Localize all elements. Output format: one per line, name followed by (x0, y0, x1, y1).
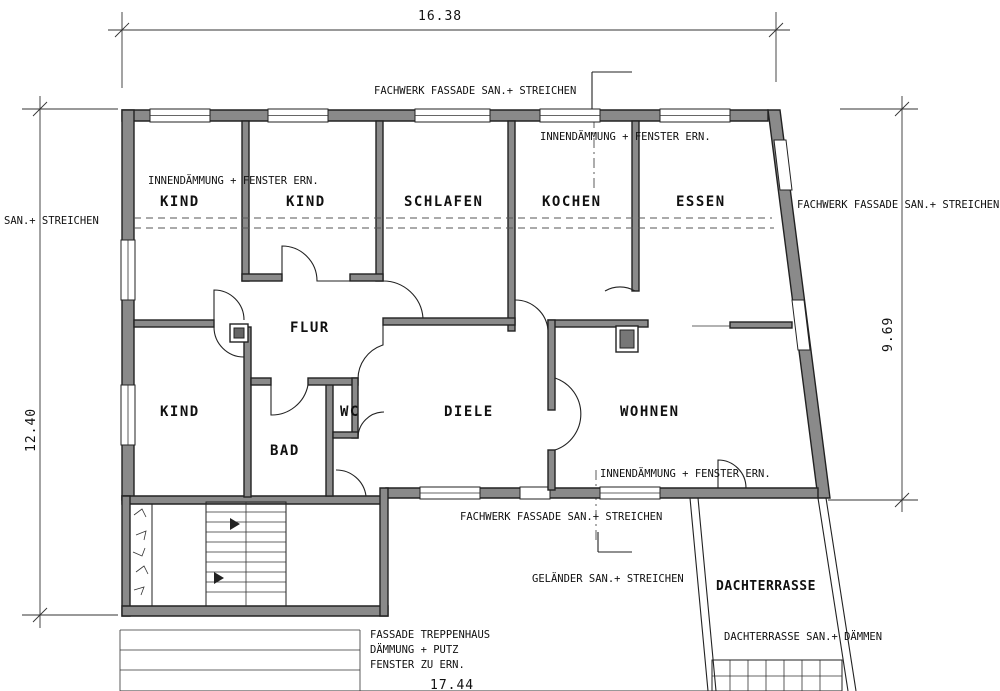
windows (120, 108, 811, 500)
room-kochen: KOCHEN (542, 194, 602, 210)
room-wc: WC (340, 404, 360, 420)
room-schlafen: SCHLAFEN (404, 194, 483, 210)
room-kind-1: KIND (160, 194, 200, 210)
staircase (129, 501, 287, 607)
room-essen: ESSEN (676, 194, 726, 210)
note-treppenhaus-1: FASSADE TREPPENHAUS (370, 629, 490, 641)
room-bad: BAD (270, 443, 300, 459)
note-innen-kochen: INNENDÄMMUNG + FENSTER ERN. (540, 130, 711, 143)
note-fassade-top: FACHWERK FASSADE SAN.+ STREICHEN (374, 85, 576, 97)
dim-bottom: 17.44 (430, 678, 474, 691)
note-left-edge: SAN.+ STREICHEN (4, 215, 99, 227)
dim-top: 16.38 (418, 9, 462, 24)
dim-right: 9.69 (881, 317, 896, 352)
room-wohnen: WOHNEN (620, 404, 680, 420)
note-fassade-bottom: FACHWERK FASSADE SAN.+ STREICHEN (460, 511, 662, 523)
note-innen-wohnen: INNENDÄMMUNG + FENSTER ERN. (600, 467, 771, 480)
note-gelaender: GELÄNDER SAN.+ STREICHEN (532, 572, 684, 585)
room-dachterrasse: DACHTERRASSE (716, 579, 816, 594)
room-kind-3: KIND (160, 404, 200, 420)
room-diele: DIELE (444, 404, 494, 420)
chimneys (229, 323, 639, 353)
note-treppenhaus-3: FENSTER ZU ERN. (370, 659, 465, 671)
note-treppenhaus-2: DÄMMUNG + PUTZ (370, 643, 459, 656)
room-labels: KIND KIND SCHLAFEN KOCHEN ESSEN FLUR KIN… (160, 194, 816, 594)
dimension-lines (22, 12, 918, 691)
bottom-railing (119, 629, 361, 691)
dachterrasse-area (689, 497, 857, 691)
dim-left: 12.40 (24, 408, 39, 452)
doors (213, 245, 747, 497)
note-dachterrasse: DACHTERRASSE SAN.+ DÄMMEN (724, 630, 882, 643)
note-innen-kind: INNENDÄMMUNG + FENSTER ERN. (148, 174, 319, 187)
dimension-labels: 16.38 17.44 12.40 9.69 (24, 9, 896, 691)
section-markers (591, 71, 632, 553)
beam-line (134, 217, 774, 229)
note-fassade-right: FACHWERK FASSADE SAN.+ STREICHEN (797, 199, 999, 211)
room-flur: FLUR (290, 320, 330, 336)
room-kind-2: KIND (286, 194, 326, 210)
interior-walls (133, 120, 793, 498)
annotation-notes: FACHWERK FASSADE SAN.+ STREICHEN INNENDÄ… (4, 85, 999, 671)
